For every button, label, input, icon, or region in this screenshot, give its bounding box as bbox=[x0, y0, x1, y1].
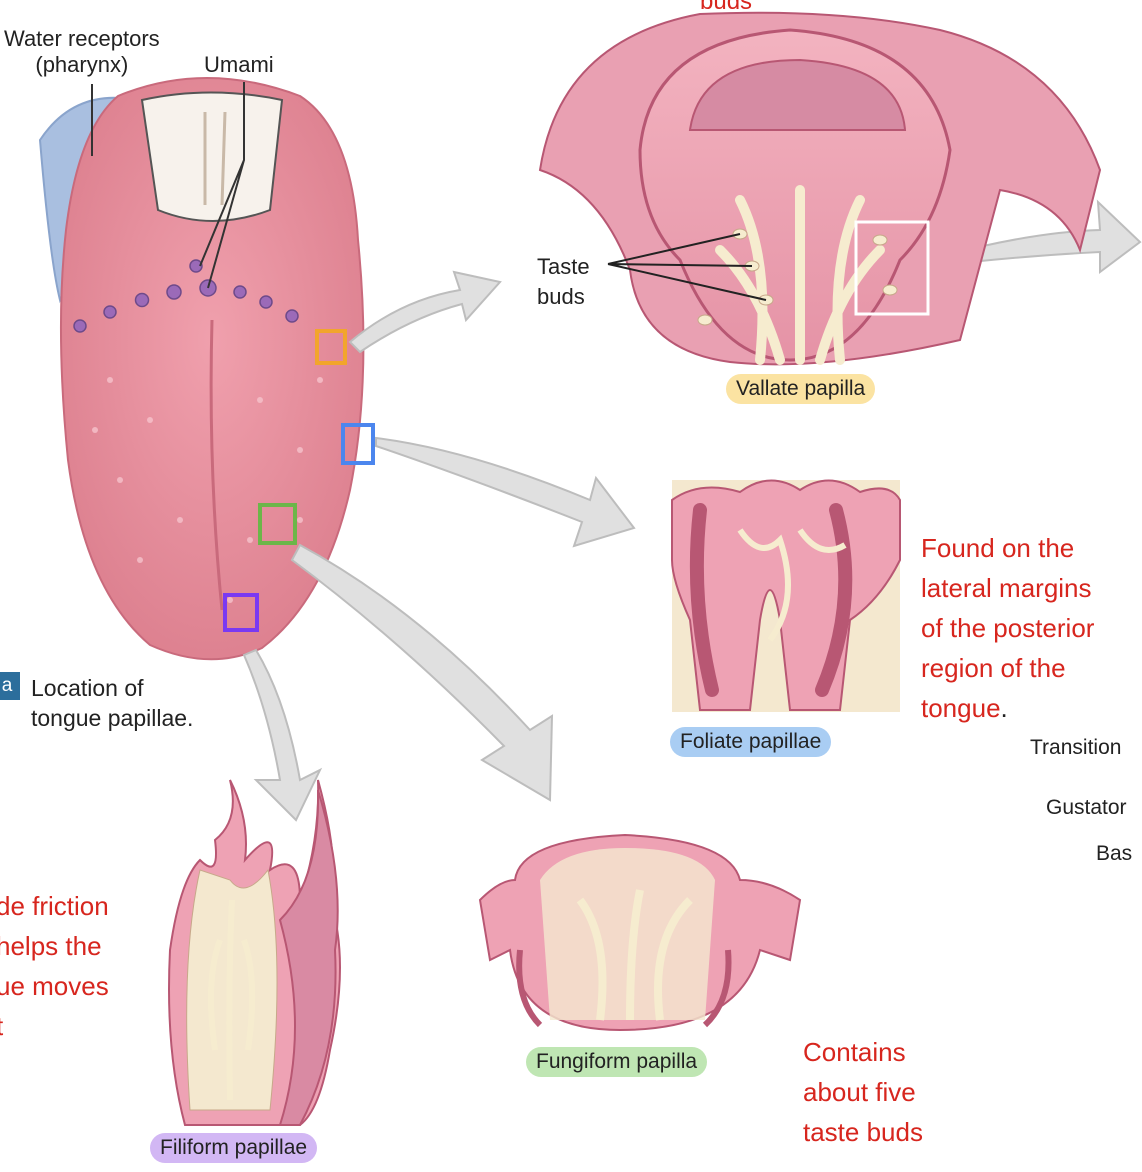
basal-label: Bas bbox=[1096, 842, 1133, 865]
vallate-papilla-label: Vallate papilla bbox=[726, 374, 876, 404]
water-receptors-label: Water receptors (pharynx) bbox=[4, 26, 160, 77]
filiform-papillae-label: Filiform papillae bbox=[150, 1133, 318, 1163]
tongue-caption: Location of tongue papillae. bbox=[31, 675, 194, 731]
filiform-papillae-illustration bbox=[168, 779, 341, 1126]
transition-label: Transition bbox=[1030, 736, 1122, 759]
fungiform-papilla-illustration bbox=[478, 833, 802, 1032]
tongue-illustration bbox=[38, 77, 375, 661]
figure-badge: a bbox=[0, 672, 20, 700]
taste-buds-label: Taste buds bbox=[537, 254, 590, 309]
umami-label: Umami bbox=[204, 52, 274, 77]
vallate-papilla-illustration bbox=[538, 11, 1102, 366]
fungiform-papilla-label: Fungiform papilla bbox=[526, 1047, 708, 1077]
callout-arrows bbox=[242, 199, 1142, 822]
fungiform-note: Contains about five taste buds bbox=[803, 1037, 923, 1147]
foliate-note: Found on the lateral margins of the post… bbox=[921, 528, 1094, 728]
foliate-note-text: Found on the lateral margins of the post… bbox=[921, 533, 1095, 723]
foliate-note-period: . bbox=[1000, 693, 1008, 723]
foliate-papillae-illustration bbox=[671, 479, 901, 712]
filiform-note: de friction helps the ue moves t bbox=[0, 891, 109, 1041]
foliate-papillae-label: Foliate papillae bbox=[670, 727, 832, 757]
top-cut-label: buds bbox=[700, 0, 753, 15]
gustatory-label: Gustator bbox=[1046, 796, 1127, 819]
